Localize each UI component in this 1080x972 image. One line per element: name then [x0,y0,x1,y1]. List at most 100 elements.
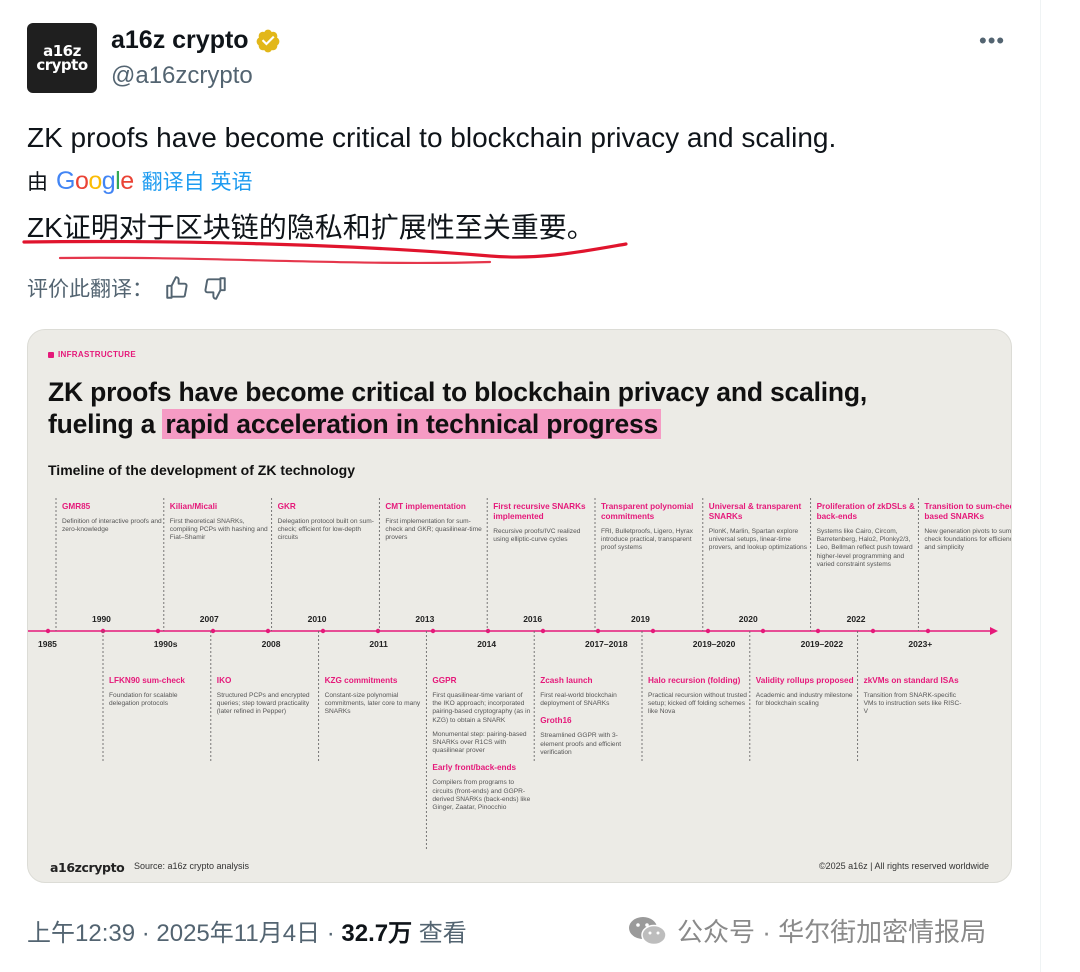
rate-translation-row: 评价此翻译： [27,273,229,303]
footer-source: Source: a16z crypto analysis [134,861,250,871]
timeline-graphic [28,498,998,850]
bottom-event-title: zkVMs on standard ISAs [863,676,959,685]
timeline-arrow-icon [990,627,998,635]
display-name[interactable]: a16z crypto [111,26,281,55]
bottom-event-title: Validity rollups proposed [755,676,854,685]
bottom-event-desc: Constant-size polynomial commitments, la… [324,692,421,716]
timeline-year-lower: 1990s [153,639,178,649]
timeline-dot [375,628,381,634]
google-letter: o [88,166,102,195]
timeline-year-lower: 2014 [477,639,497,649]
card-headline-prefix: fueling a [48,409,163,439]
infrastructure-tag-label: INFRASTRUCTURE [58,350,136,359]
right-rail-divider [1040,0,1041,972]
more-options-button[interactable]: ••• [979,28,1006,53]
timeline-year-upper: 2010 [307,614,327,624]
top-event-title: First recursive SNARKs implemented [493,502,586,521]
bottom-event-desc-2: Streamlined GGPR with 3-element proofs a… [540,732,622,756]
wechat-icon [629,916,667,945]
footer-logo: a16zcrypto [50,860,125,875]
top-event-desc: New generation pivots to sum-check found… [924,528,1012,552]
top-event-desc: Definition of interactive proofs and zer… [62,518,162,534]
view-label: 查看 [412,920,467,947]
avatar-text-line1: a16z [43,41,81,60]
google-letter: g [101,166,116,195]
bottom-event-desc: Practical recursion without trusted setu… [648,692,747,716]
timeline-dot [265,628,271,634]
card-headline: ZK proofs have become critical to blockc… [48,376,867,440]
rate-translation-label: 评价此翻译： [27,278,153,301]
tweet-text: ZK proofs have become critical to blockc… [27,122,837,153]
timeline-dot [45,628,51,634]
google-letter: e [120,166,134,195]
timeline-dot [320,628,326,634]
card-headline-highlight: rapid acceleration in technical progress [162,409,662,439]
handle[interactable]: @a16zcrypto [111,62,253,89]
bottom-event-title-2: Groth16 [540,716,572,726]
timeline-year-upper: 2022 [846,614,866,624]
top-event-title: Transition to sum-check-based SNARKs [924,502,1012,521]
bottom-event-desc: Structured PCPs and encrypted queries; s… [216,692,310,716]
translated-text: ZK证明对于区块链的隐私和扩展性至关重要。 [27,212,595,243]
avatar[interactable]: a16z crypto [27,23,97,93]
google-letter: G [56,166,75,195]
translated-by-prefix: 由 [27,171,48,194]
google-letter: l [115,166,121,195]
google-logo: Google [56,167,134,196]
top-event-desc: PlonK, Marlin, Spartan explore universal… [708,528,808,552]
timeline-year-lower: 2017–2018 [585,639,628,649]
thumbs-down-icon[interactable] [201,274,229,302]
timeline-subhead: Timeline of the development of ZK techno… [48,462,355,478]
timeline-year-lower: 1985 [38,639,57,649]
timeline-year-upper: 2016 [523,614,543,624]
bottom-event-desc: Transition from SNARK-specific VMs to in… [863,692,962,716]
top-event-title: Proliferation of zkDSLs & back-ends [816,502,915,521]
timeline-year-upper: 2019 [631,614,650,624]
watermark: 公众号 · 华尔街加密情报局 [627,912,986,949]
display-name-text: a16z crypto [111,26,249,54]
bottom-event-desc: Foundation for scalable delegation proto… [109,692,178,708]
translated-from-link[interactable]: 翻译自 英语 [141,171,253,194]
view-count: 32.7万 [341,920,413,947]
thumbs-up-icon[interactable] [163,274,191,302]
tweet-time[interactable]: 上午12:39 · 2025年11月4日 · [27,920,342,947]
top-event-desc: Recursive proofs/IVC realized using elli… [493,528,581,544]
timeline-dot [430,628,436,634]
timeline-dot [815,628,821,634]
bottom-event-title: Zcash launch [540,676,593,685]
bottom-event-desc: First real-world blockchain deployment o… [540,692,617,708]
timeline-dot [595,628,601,634]
timeline-dot [870,628,876,634]
top-event-desc: FRI, Bulletproofs, Ligero, Hyrax introdu… [601,528,693,552]
timeline-year-lower: 2019–2022 [800,639,844,649]
timeline-year-lower: 2023+ [908,639,933,649]
timeline-dot [485,628,491,634]
timeline-dot [650,628,656,634]
bottom-event-title-2: Early front/back-ends [432,763,517,773]
bottom-event-desc-3: Compilers from programs to circuits (fro… [432,779,531,812]
watermark-text: 公众号 · 华尔街加密情报局 [677,917,987,947]
top-event-desc: Systems like Cairo, Circom, Barretenberg… [816,528,913,568]
bottom-event: Halo recursion (folding)Practical recurs… [648,676,748,717]
top-event-title: GMR85 [62,502,91,511]
timeline-year-upper: 1990 [92,614,111,624]
bottom-event-title: GGPR [432,676,457,685]
bottom-event-title: KZG commitments [324,676,398,685]
timeline-year-upper: 2013 [415,614,435,624]
tweet-image-card[interactable]: INFRASTRUCTURE ZK proofs have become cri… [27,329,1012,883]
red-underline-annotation [22,239,628,265]
bottom-event-title: LFKN90 sum-check [109,676,185,685]
timeline-year-lower: 2019–2020 [692,639,736,649]
